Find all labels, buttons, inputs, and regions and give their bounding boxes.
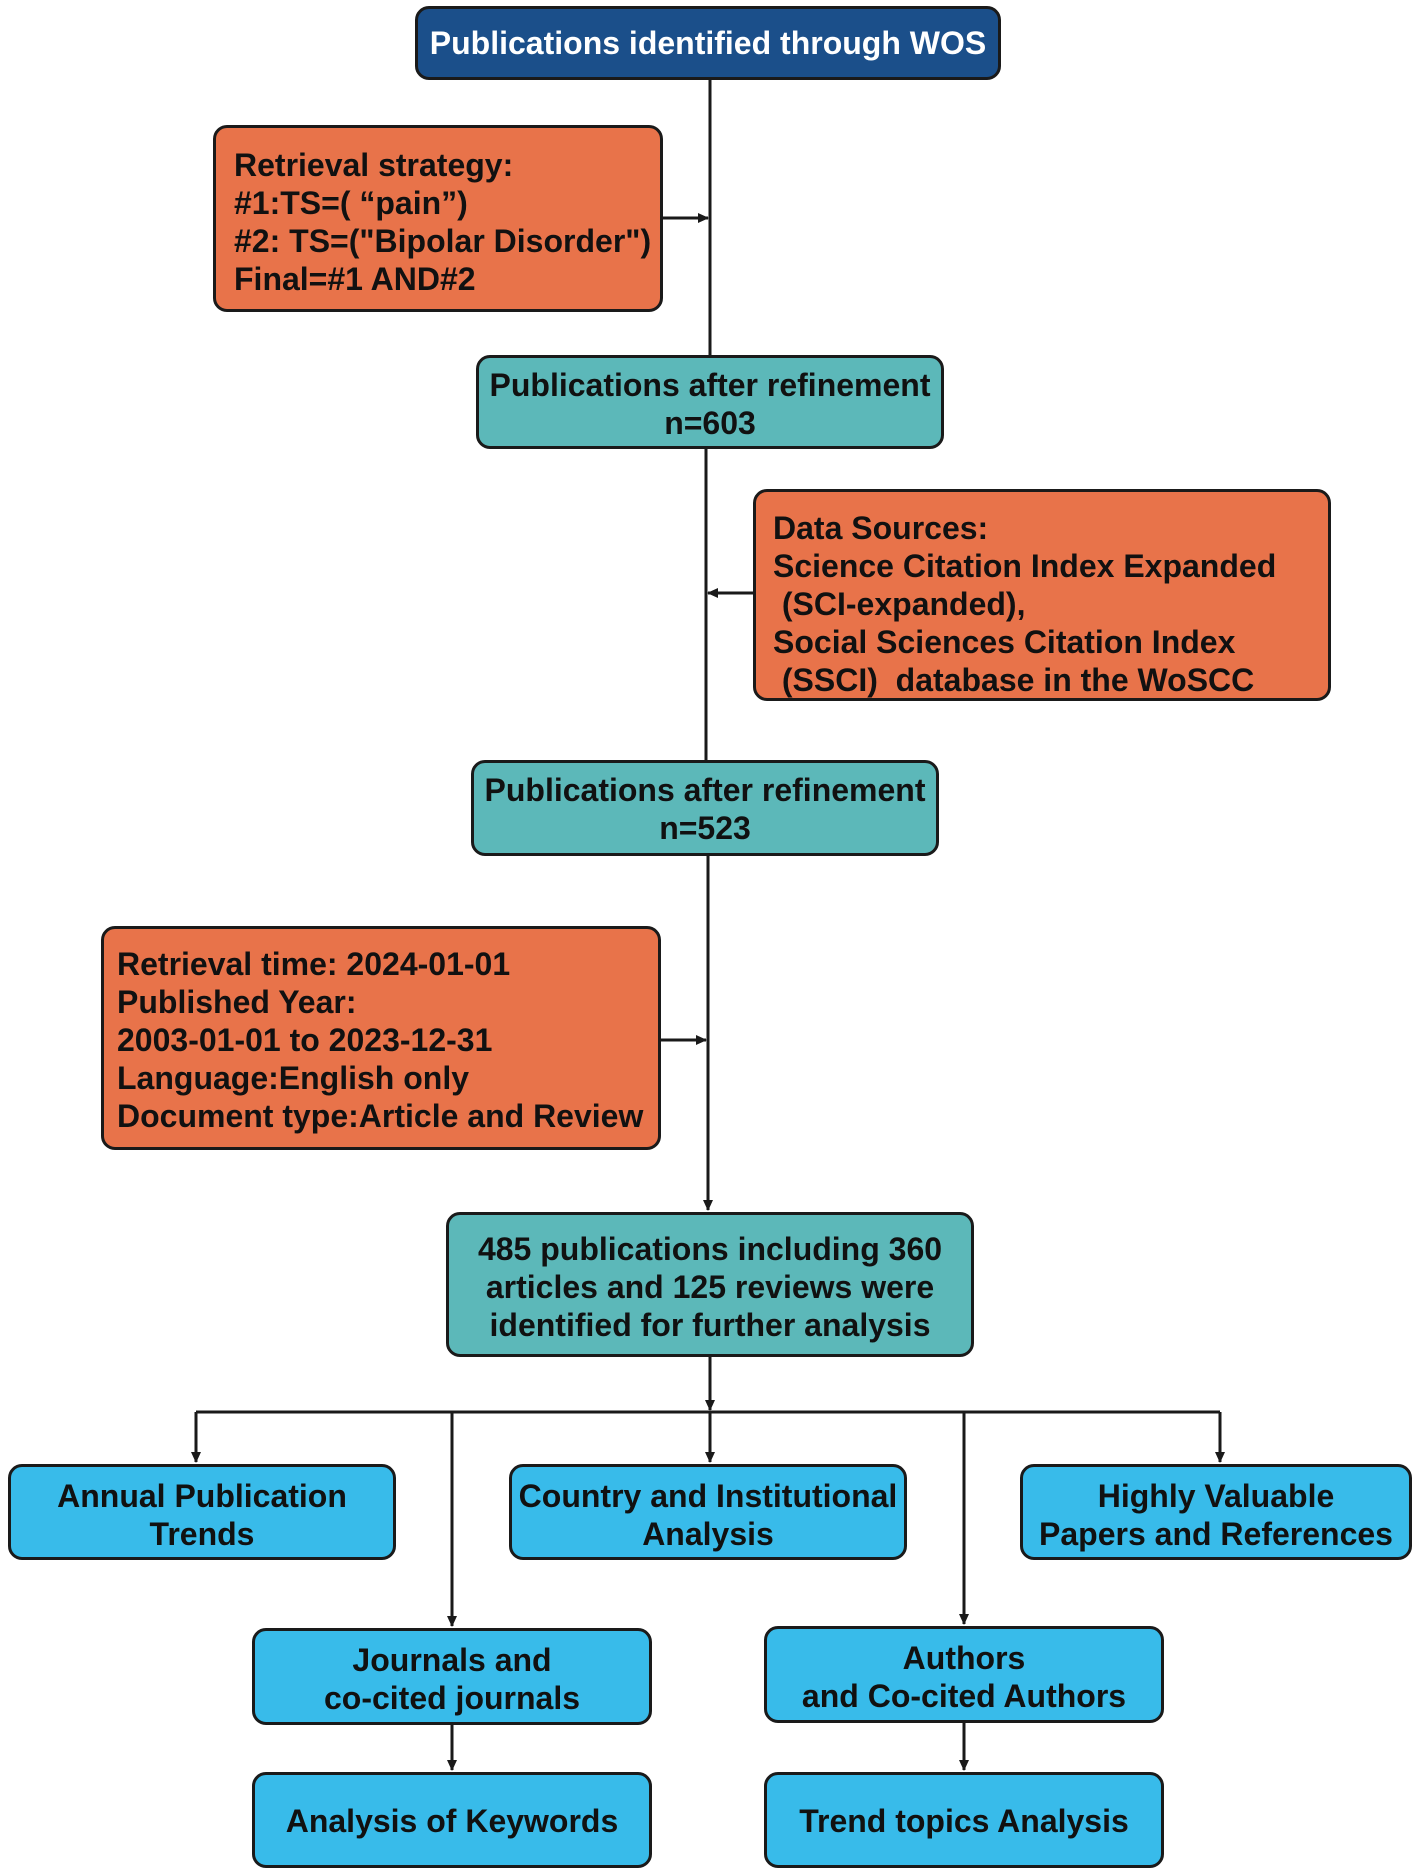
retrieval-strategy-box-line: #2: TS=("Bipolar Disorder") — [234, 223, 652, 259]
authors-box-line: and Co-cited Authors — [801, 1678, 1127, 1714]
retrieval-strategy-box-line: Final=#1 AND#2 — [234, 261, 476, 297]
data-sources-box-line: Social Sciences Citation Index — [773, 624, 1236, 660]
data-sources-box-line: (SSCI) database in the WoSCC — [773, 662, 1255, 698]
country-institutional-box-line: Country and Institutional — [518, 1478, 898, 1514]
retrieval-strategy-box: Retrieval strategy:#1:TS=( “pain”)#2: TS… — [213, 125, 663, 312]
filters-box-line: Retrieval time: 2024-01-01 — [117, 946, 511, 982]
header-box: Publications identified through WOS — [415, 6, 1001, 80]
highly-valuable-papers-box-line: Papers and References — [1039, 1516, 1393, 1552]
highly-valuable-papers-box-line: Highly Valuable — [1097, 1478, 1335, 1514]
data-sources-box: Data Sources:Science Citation Index Expa… — [753, 489, 1331, 701]
data-sources-box-line: Data Sources: — [773, 510, 989, 546]
retrieval-strategy-box-line: Retrieval strategy: — [234, 147, 514, 183]
trend-topics-box: Trend topics Analysis — [764, 1772, 1164, 1868]
filters-box-line: Document type:Article and Review — [117, 1098, 644, 1134]
country-institutional-box-line: Analysis — [642, 1516, 774, 1552]
annual-trends-box-line: Trends — [149, 1516, 255, 1552]
header-box-line: Publications identified through WOS — [429, 25, 987, 61]
journals-box-line: co-cited journals — [323, 1680, 581, 1716]
journals-box-line: Journals and — [352, 1642, 552, 1678]
annual-trends-box-line: Annual Publication — [57, 1478, 347, 1514]
refinement-603-box-line: n=603 — [664, 405, 756, 441]
final-set-box-line: 485 publications including 360 — [477, 1231, 943, 1267]
data-sources-box-line: (SCI-expanded), — [773, 586, 1026, 622]
keywords-box: Analysis of Keywords — [252, 1772, 652, 1868]
authors-box-line: Authors — [902, 1640, 1026, 1676]
retrieval-strategy-box-line: #1:TS=( “pain”) — [234, 185, 468, 221]
final-set-box-line: identified for further analysis — [489, 1307, 931, 1343]
filters-box-line: 2003-01-01 to 2023-12-31 — [117, 1022, 493, 1058]
final-set-box-line: articles and 125 reviews were — [485, 1269, 935, 1305]
trend-topics-box-line: Trend topics Analysis — [799, 1803, 1129, 1839]
filters-box-line: Published Year: — [117, 984, 357, 1020]
keywords-box-line: Analysis of Keywords — [285, 1803, 619, 1839]
refinement-523-box-line: n=523 — [659, 810, 751, 846]
refinement-603-box-line: Publications after refinement — [489, 367, 931, 403]
filters-box-line: Language:English only — [117, 1060, 470, 1096]
refinement-523-box-line: Publications after refinement — [484, 772, 926, 808]
data-sources-box-line: Science Citation Index Expanded — [773, 548, 1277, 584]
